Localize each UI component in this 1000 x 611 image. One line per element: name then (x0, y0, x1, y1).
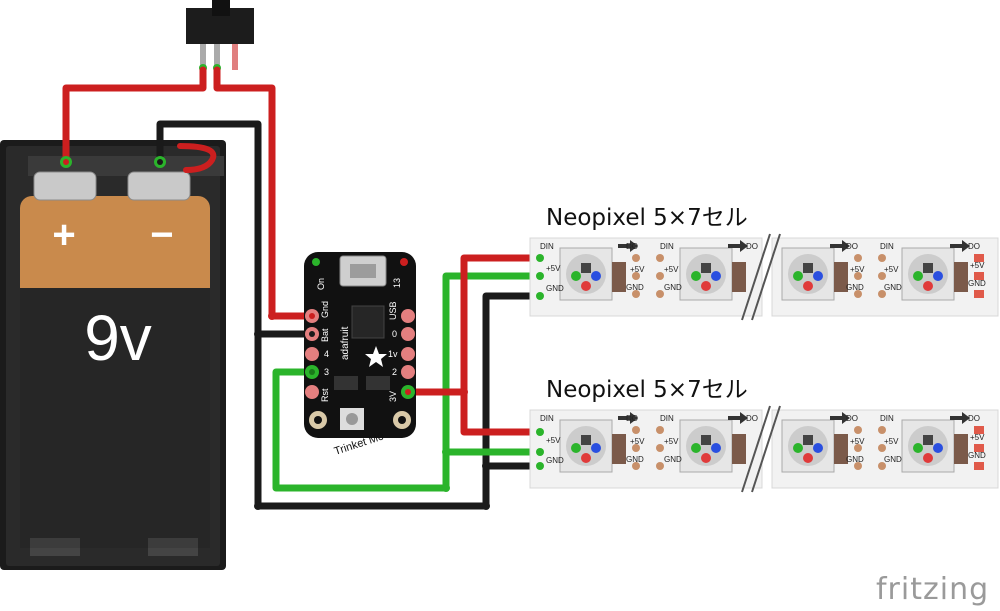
strip2-din-label: DIN (540, 414, 554, 423)
board-on-label: On (316, 278, 326, 290)
strip1-gnd6-label: GND (968, 279, 986, 288)
battery-plus-label: + (52, 213, 75, 257)
board-pin-3: 3 (324, 367, 329, 377)
board-pin-rst: Rst (320, 388, 330, 402)
wire-black-battery-gnd (156, 120, 316, 338)
board-pin-usb: USB (388, 301, 398, 320)
neopixel-strip-2 (529, 405, 999, 493)
slide-switch (186, 0, 254, 72)
strip2-gnd4-label: GND (846, 455, 864, 464)
strip1-gnd4-label: GND (846, 283, 864, 292)
strip2-gnd5-label: GND (884, 455, 902, 464)
direction-arrow-icon (950, 240, 970, 252)
trinket-board (304, 252, 416, 438)
battery (0, 140, 226, 570)
strip2-5v3-label: +5V (664, 437, 679, 446)
strip1-5v2-label: +5V (630, 265, 645, 274)
strip1-do-label: DO (626, 242, 638, 251)
direction-arrow-icon (618, 240, 638, 252)
strip2-din3-label: DIN (880, 414, 894, 423)
strip2-gnd3-label: GND (664, 455, 682, 464)
board-brand: adafruit (340, 326, 351, 360)
strip1-5v6-label: +5V (970, 261, 985, 270)
strip2-do4-label: DO (968, 414, 980, 423)
strip1-din3-label: DIN (880, 242, 894, 251)
board-pin-1v: 1v (388, 349, 398, 359)
wire-red-switch-bat (213, 66, 316, 320)
strip2-do3-label: DO (846, 414, 858, 423)
adafruit-flower-icon (365, 346, 387, 367)
strip1-gnd2-label: GND (626, 283, 644, 292)
strip2-5v-label: +5V (546, 436, 561, 445)
strip1-do4-label: DO (968, 242, 980, 251)
strip2-gnd-label: GND (546, 456, 564, 465)
strip1-gnd-label: GND (546, 284, 564, 293)
strip2-gnd6-label: GND (968, 451, 986, 460)
neopixel-strip-1 (529, 233, 999, 321)
strip1-5v5-label: +5V (884, 265, 899, 274)
strip1-5v3-label: +5V (664, 265, 679, 274)
strip1-gnd5-label: GND (884, 283, 902, 292)
strip1-5v4-label: +5V (850, 265, 865, 274)
direction-arrow-icon (830, 412, 850, 424)
board-pin-gnd: Gnd (320, 301, 330, 318)
strip2-do2-label: DO (746, 414, 758, 423)
battery-voltage-label: 9v (84, 302, 152, 374)
strip2-5v2-label: +5V (630, 437, 645, 446)
strip2-5v4-label: +5V (850, 437, 865, 446)
strip2-din2-label: DIN (660, 414, 674, 423)
strip1-gnd3-label: GND (664, 283, 682, 292)
board-pin-4: 4 (324, 349, 329, 359)
direction-arrow-icon (728, 240, 748, 252)
strip2-do-label: DO (626, 414, 638, 423)
strip1-din2-label: DIN (660, 242, 674, 251)
fritzing-watermark: fritzing (876, 572, 990, 607)
direction-arrow-icon (950, 412, 970, 424)
wires (62, 66, 544, 510)
strip2-gnd2-label: GND (626, 455, 644, 464)
board-pin-3v: 3V (388, 391, 398, 402)
strip2-title: Neopixel 5×7セル (546, 377, 748, 403)
direction-arrow-icon (830, 240, 850, 252)
strip1-do2-label: DO (746, 242, 758, 251)
direction-arrow-icon (618, 412, 638, 424)
direction-arrow-icon (728, 412, 748, 424)
board-pin-bat: Bat (320, 328, 330, 342)
board-13-label: 13 (392, 278, 402, 288)
board-pin-0: 0 (392, 329, 397, 339)
board-pin-2: 2 (392, 367, 397, 377)
battery-minus-label: − (150, 213, 173, 257)
strip1-5v-label: +5V (546, 264, 561, 273)
wire-red-3v-5v (404, 254, 544, 396)
strip2-5v6-label: +5V (970, 433, 985, 442)
strip2-5v5-label: +5V (884, 437, 899, 446)
strip1-do3-label: DO (846, 242, 858, 251)
strip1-din-label: DIN (540, 242, 554, 251)
strip1-title: Neopixel 5×7セル (546, 205, 748, 231)
wire-red-battery-switch (62, 66, 207, 166)
wire-red-5v-strip2 (460, 388, 544, 436)
